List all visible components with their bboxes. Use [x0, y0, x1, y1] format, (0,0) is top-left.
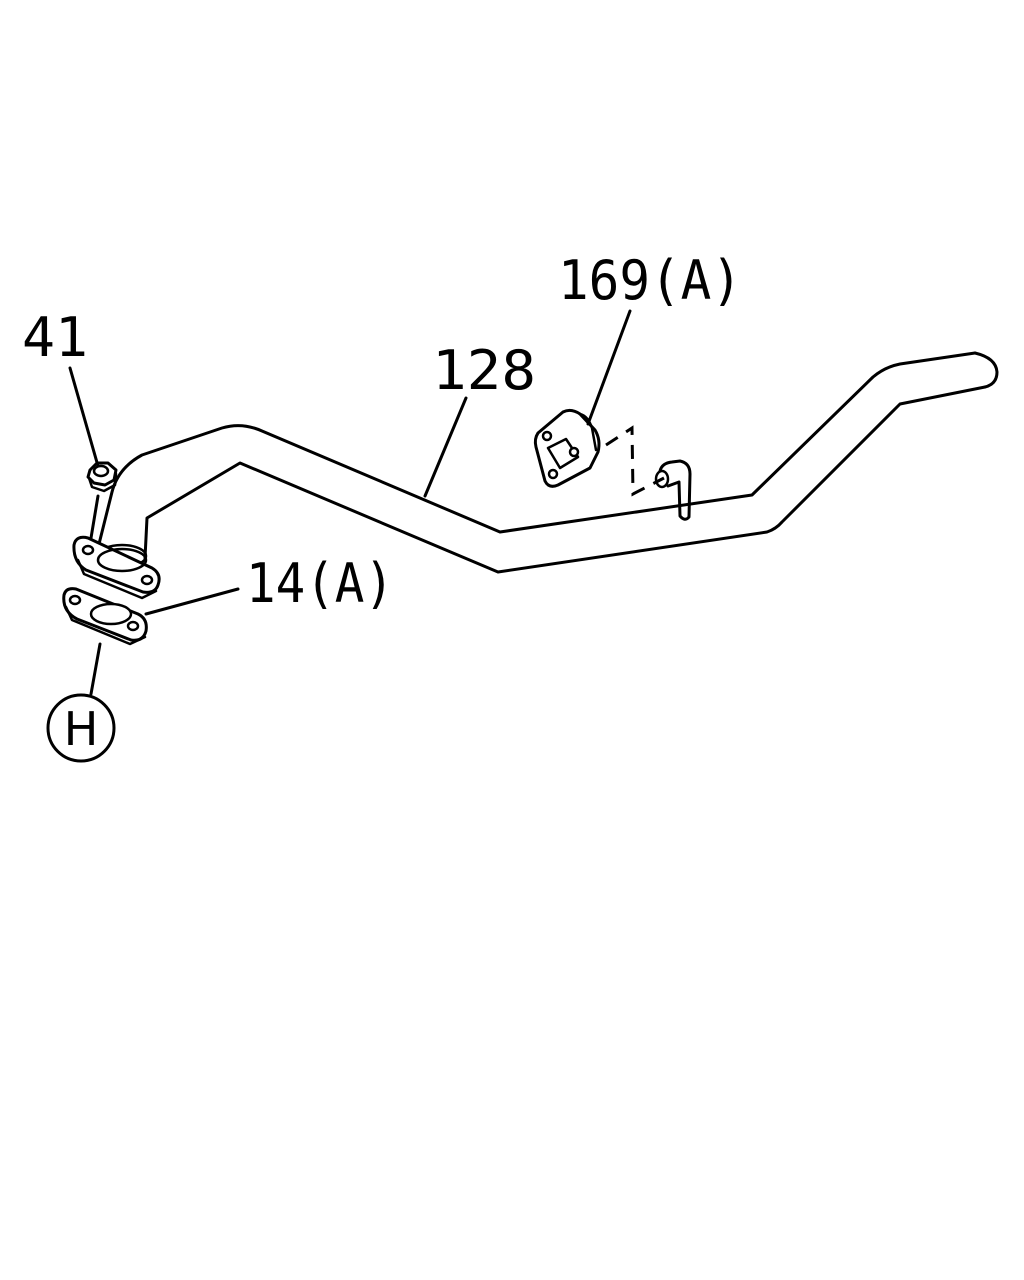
- gasket: [62, 587, 148, 646]
- label-128: 128: [432, 339, 536, 402]
- label-14a: 14(A): [246, 552, 394, 615]
- connector-reference-h: H: [46, 693, 116, 763]
- connector-letter: H: [64, 702, 99, 756]
- label-169a: 169(A): [558, 249, 742, 312]
- leader-h: [89, 642, 102, 696]
- pipe-inlet-flange: [72, 535, 161, 600]
- hanger-pin: [654, 459, 692, 521]
- leader-169a: [586, 309, 632, 426]
- leader-41: [68, 366, 100, 468]
- label-41: 41: [22, 306, 88, 369]
- leader-14a: [144, 587, 240, 616]
- leader-128: [423, 396, 468, 498]
- nut-to-flange-leader: [89, 494, 100, 540]
- hanger-bracket: [533, 408, 601, 488]
- flange-nut: [86, 461, 118, 493]
- bracket-install-dashed-line: [605, 425, 665, 497]
